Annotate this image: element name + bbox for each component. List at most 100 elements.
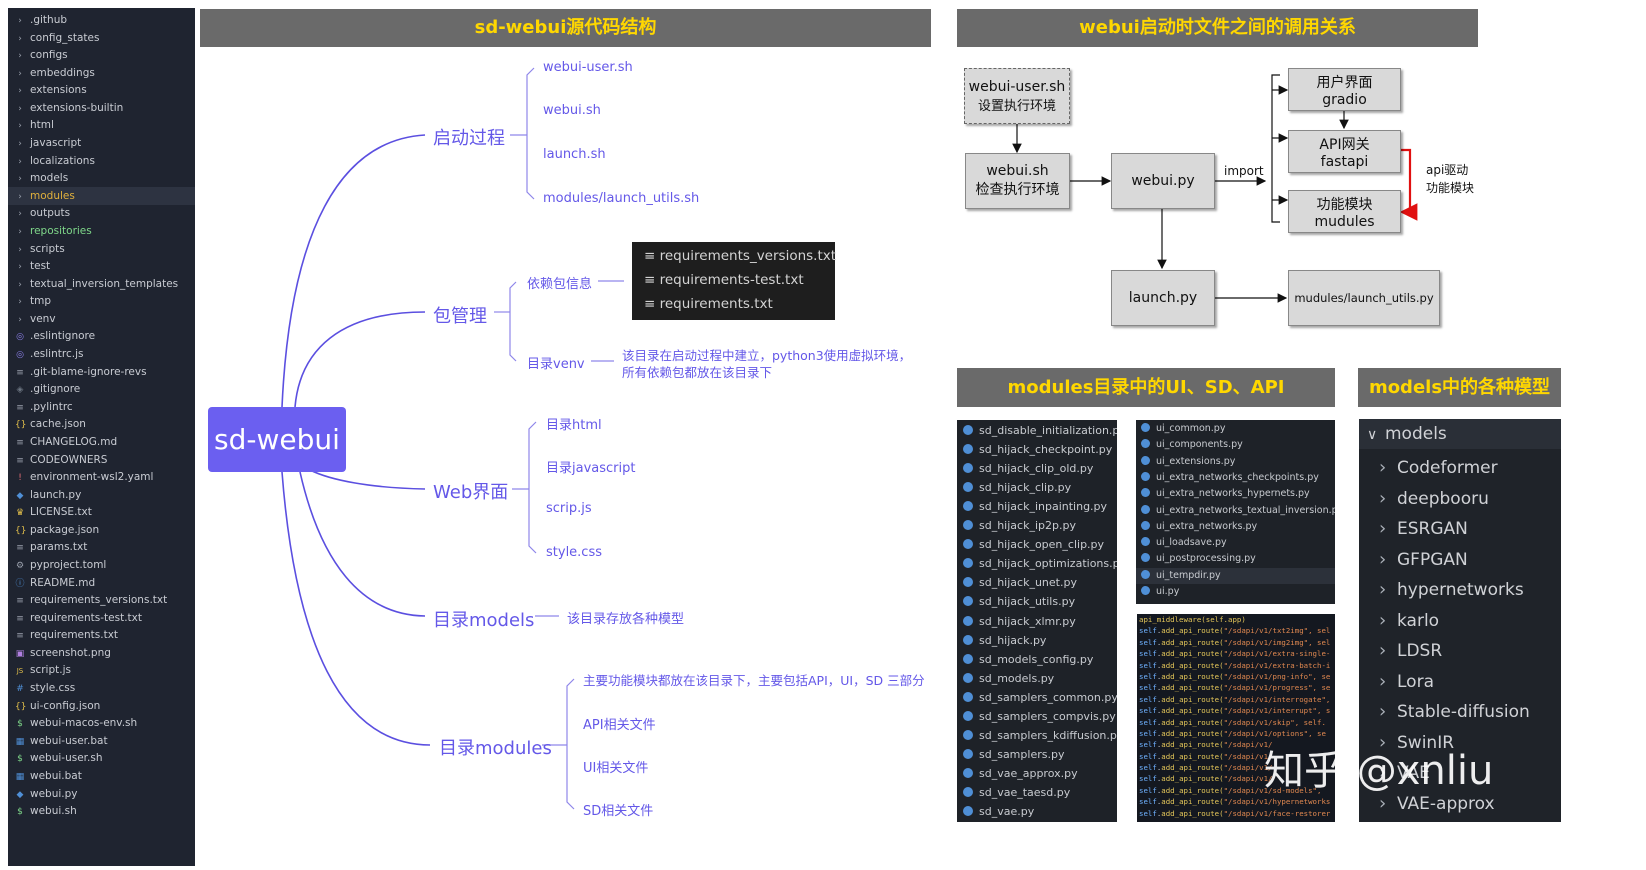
file-row[interactable]: ▣screenshot.png (8, 644, 195, 662)
model-folder-row[interactable]: ›deepbooru (1359, 485, 1489, 513)
folder-row[interactable]: ›repositories (8, 222, 195, 240)
model-folder-row[interactable]: ›Lora (1359, 668, 1434, 696)
folder-row[interactable]: ›embeddings (8, 64, 195, 82)
file-row[interactable]: ♛LICENSE.txt (8, 503, 195, 521)
sd-file-row[interactable]: sd_models.py (957, 669, 1117, 688)
file-row[interactable]: ⚙pyproject.toml (8, 556, 195, 574)
sd-file-row[interactable]: sd_hijack_checkpoint.py (957, 440, 1117, 459)
folder-row[interactable]: ›config_states (8, 29, 195, 47)
ui-file-row[interactable]: ui_loadsave.py (1136, 535, 1335, 551)
file-row[interactable]: ≡requirements-test.txt (8, 609, 195, 627)
python-file-icon (1141, 488, 1150, 498)
folder-row[interactable]: ›tmp (8, 292, 195, 310)
folder-row[interactable]: ›textual_inversion_templates (8, 275, 195, 293)
sd-file-name: sd_vae.py (979, 805, 1035, 818)
sd-file-row[interactable]: sd_samplers_common.py (957, 688, 1117, 707)
file-row[interactable]: ◈.gitignore (8, 380, 195, 398)
file-row[interactable]: ≡requirements_versions.txt (8, 591, 195, 609)
ui-file-row[interactable]: ui_tempdir.py (1136, 567, 1335, 584)
sd-file-row[interactable]: sd_vae.py (957, 802, 1117, 821)
file-row[interactable]: ◎.eslintrc.js (8, 345, 195, 363)
ui-file-row[interactable]: ui_extra_networks_textual_inversion.py (1136, 503, 1335, 519)
sd-file-row[interactable]: sd_samplers.py (957, 745, 1117, 764)
models-tree-panel: ∨models ›Codeformer ›deepbooru›ESRGAN ›GFP… (1359, 419, 1561, 822)
model-folder-row[interactable]: ›Codeformer (1359, 454, 1498, 482)
sd-file-row[interactable]: sd_vae_taesd.py (957, 783, 1117, 802)
file-row[interactable]: {}cache.json (8, 415, 195, 433)
sd-file-row[interactable]: sd_hijack.py (957, 631, 1117, 650)
file-row[interactable]: ▦webui-user.bat (8, 732, 195, 750)
file-explorer: ›.github›config_states›configs›embedding… (8, 8, 195, 866)
folder-row[interactable]: ›venv (8, 310, 195, 328)
file-row[interactable]: !environment-wsl2.yaml (8, 468, 195, 486)
file-row[interactable]: $webui-user.sh (8, 749, 195, 767)
model-folder-row[interactable]: ›hypernetworks (1359, 576, 1524, 604)
folder-row[interactable]: ›scripts (8, 240, 195, 258)
sd-file-row[interactable]: sd_disable_initialization.py (957, 421, 1117, 440)
folder-row[interactable]: ›modules (8, 186, 195, 205)
model-folder-row[interactable]: ›GFPGAN (1359, 546, 1468, 574)
ui-file-row[interactable]: ui_extra_networks_hypernets.py (1136, 486, 1335, 502)
file-row[interactable]: ≡.git-blame-ignore-revs (8, 363, 195, 381)
model-folder-row[interactable]: ›karlo (1359, 607, 1439, 635)
model-folder-row[interactable]: ›LDSR (1359, 637, 1442, 665)
sd-file-row[interactable]: sd_hijack_ip2p.py (957, 516, 1117, 535)
sd-file-row[interactable]: sd_hijack_utils.py (957, 592, 1117, 611)
file-row[interactable]: $webui-macos-env.sh (8, 714, 195, 732)
ui-file-row[interactable]: ui_components.py (1136, 437, 1335, 453)
file-row[interactable]: ◆launch.py (8, 486, 195, 504)
file-row[interactable]: ≡requirements.txt (8, 626, 195, 644)
models-root-row[interactable]: ∨models (1359, 419, 1561, 449)
folder-row[interactable]: ›extensions-builtin (8, 99, 195, 117)
folder-row[interactable]: ›models (8, 169, 195, 187)
folder-row[interactable]: ›configs (8, 46, 195, 64)
ui-file-row[interactable]: ui_extra_networks.py (1136, 519, 1335, 535)
python-file-icon (1141, 520, 1150, 530)
ui-file-row[interactable]: ui.py (1136, 584, 1335, 600)
folder-row[interactable]: ›test (8, 257, 195, 275)
sd-file-row[interactable]: sd_hijack_open_clip.py (957, 535, 1117, 554)
sd-file-row[interactable]: sd_hijack_inpainting.py (957, 497, 1117, 516)
sd-file-row[interactable]: sd_hijack_unet.py (957, 573, 1117, 592)
file-row[interactable]: ◎.eslintignore (8, 327, 195, 345)
ui-file-row[interactable]: ui_common.py (1136, 421, 1335, 437)
sd-file-row[interactable]: sd_models_config.py (957, 650, 1117, 669)
sd-file-row[interactable]: sd_hijack_clip_old.py (957, 459, 1117, 478)
folder-row[interactable]: ›.github (8, 11, 195, 29)
file-row[interactable]: {}ui-config.json (8, 697, 195, 715)
folder-row[interactable]: ›javascript (8, 134, 195, 152)
folder-row[interactable]: ›extensions (8, 81, 195, 99)
sd-file-row[interactable]: sd_hijack_clip.py (957, 478, 1117, 497)
file-row[interactable]: $webui.sh (8, 802, 195, 820)
file-row[interactable]: #style.css (8, 679, 195, 697)
folder-row[interactable]: ›html (8, 116, 195, 134)
leaf-webui-sh: webui.sh (543, 103, 601, 118)
model-folder-row[interactable]: ›Stable-diffusion (1359, 698, 1530, 726)
model-folder-row[interactable]: ›VAE-approx (1359, 790, 1495, 818)
file-row[interactable]: ≡CHANGELOG.md (8, 433, 195, 451)
sd-file-row[interactable]: sd_hijack_optimizations.py (957, 554, 1117, 573)
ui-file-row[interactable]: ui_extra_networks_checkpoints.py (1136, 470, 1335, 486)
model-folder-label: hypernetworks (1397, 580, 1524, 600)
python-file-icon (963, 767, 973, 778)
model-folder-row[interactable]: ›VAE (1359, 759, 1430, 787)
file-row[interactable]: ≡CODEOWNERS (8, 451, 195, 469)
ui-file-row[interactable]: ui_postprocessing.py (1136, 551, 1335, 567)
file-row[interactable]: ◆webui.py (8, 785, 195, 803)
folder-row[interactable]: ›outputs (8, 204, 195, 222)
file-row[interactable]: {}package.json (8, 521, 195, 539)
models-root-label: models (1385, 424, 1447, 444)
file-row[interactable]: ≡.pylintrc (8, 398, 195, 416)
model-folder-row[interactable]: ›SwinIR (1359, 729, 1454, 757)
file-row[interactable]: ≡params.txt (8, 538, 195, 556)
file-row[interactable]: ▦webui.bat (8, 767, 195, 785)
model-folder-row[interactable]: ›ESRGAN (1359, 515, 1468, 543)
sd-file-row[interactable]: sd_samplers_kdiffusion.py (957, 726, 1117, 745)
ui-file-row[interactable]: ui_extensions.py (1136, 454, 1335, 470)
sd-file-row[interactable]: sd_hijack_xlmr.py (957, 612, 1117, 631)
folder-row[interactable]: ›localizations (8, 152, 195, 170)
sd-file-row[interactable]: sd_samplers_compvis.py (957, 707, 1117, 726)
sd-file-row[interactable]: sd_vae_approx.py (957, 764, 1117, 783)
